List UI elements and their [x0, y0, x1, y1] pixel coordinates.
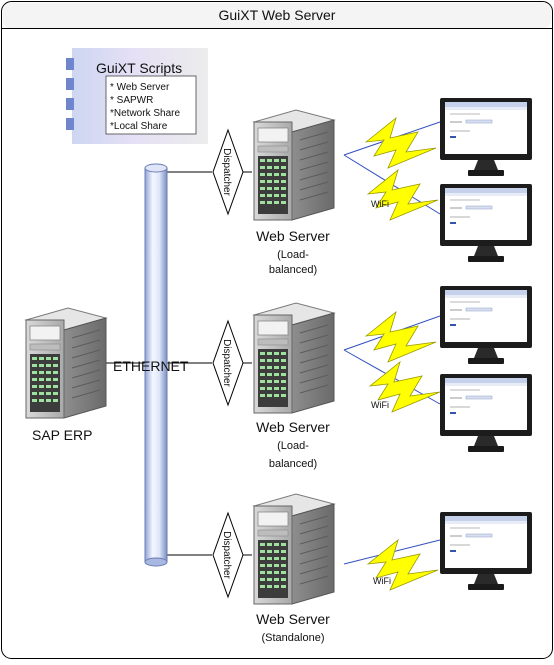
scripts-item: * Web Server [110, 82, 170, 93]
server-group-2: Dispatcher Web Server (Load- balanced) W… [212, 285, 533, 470]
sap-erp-label: SAP ERP [32, 427, 92, 443]
title-bar [2, 2, 552, 29]
web-server-note: (Load- [277, 249, 309, 261]
web-server-label: Web Server [256, 611, 330, 627]
web-server-icon [253, 493, 335, 605]
web-server-icon [253, 109, 335, 221]
scripts-box-heading: GuiXT Scripts [96, 60, 182, 76]
dispatcher-label: Dispatcher [221, 531, 232, 579]
scripts-list-panel [105, 75, 197, 135]
guixt-scripts-box: GuiXT Scripts * Web Server * SAPWR *Netw… [66, 48, 208, 144]
diagram-title: GuiXT Web Server [219, 7, 336, 23]
web-server-note: (Standalone) [262, 632, 325, 644]
web-server-note: (Load- [277, 440, 309, 452]
wifi-label: WiFi [371, 199, 389, 209]
dispatcher-diamond [212, 319, 244, 407]
web-server-note: balanced) [269, 264, 317, 276]
server-group-3: Dispatcher Web Server (Standalone) WiFi [212, 493, 533, 644]
dispatcher-label: Dispatcher [221, 148, 232, 196]
dispatcher-diamond [212, 511, 244, 599]
wifi-label: WiFi [371, 400, 389, 410]
server-group-1: Dispatcher Web Server (Load- balanced) W… [212, 97, 533, 276]
ethernet-pipe [144, 163, 168, 567]
dispatcher-diamond [212, 128, 244, 216]
wifi-label: WiFi [373, 576, 391, 586]
dispatcher-label: Dispatcher [221, 339, 232, 387]
web-server-note: balanced) [269, 458, 317, 470]
sap-erp-server-icon [25, 307, 107, 419]
scripts-item: *Network Share [110, 108, 180, 119]
scripts-box-notches [66, 58, 74, 130]
scripts-item: * SAPWR [110, 95, 153, 106]
web-server-label: Web Server [256, 419, 330, 435]
web-server-label: Web Server [256, 228, 330, 244]
web-server-icon [253, 302, 335, 414]
scripts-item: *Local Share [110, 121, 168, 132]
ethernet-label: ETHERNET [113, 358, 189, 374]
